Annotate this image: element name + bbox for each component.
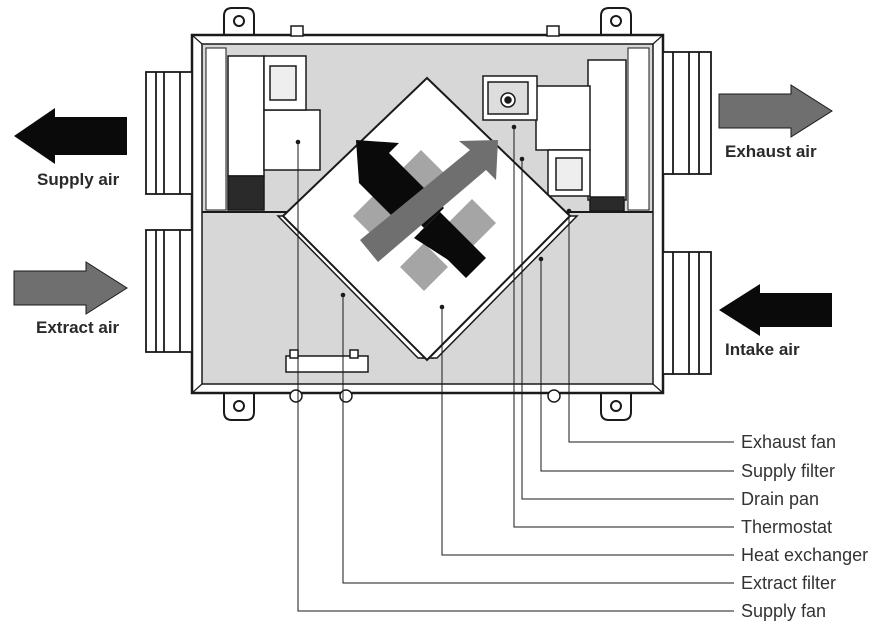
label-supply-fan: Supply fan bbox=[741, 601, 827, 621]
mounting-bracket-bottom-right bbox=[600, 393, 632, 421]
leader-lines bbox=[297, 127, 734, 612]
leader-dots bbox=[295, 124, 572, 310]
duct-collar-right-top bbox=[662, 51, 712, 175]
duct-collar-left-bottom bbox=[145, 229, 193, 353]
duct-collar-right-bottom bbox=[662, 251, 712, 375]
exhaust-air-label: Exhaust air bbox=[725, 142, 817, 161]
supply-air-label: Supply air bbox=[37, 170, 120, 189]
mounting-bracket-top-right bbox=[600, 7, 632, 35]
duct-collar-left-top bbox=[145, 71, 193, 195]
exhaust-air-arrow-icon bbox=[718, 84, 833, 138]
extract-air-label: Extract air bbox=[36, 318, 120, 337]
supply-fan-unit bbox=[227, 55, 321, 211]
label-extract-filter: Extract filter bbox=[741, 573, 837, 593]
label-drain-pan: Drain pan bbox=[741, 489, 820, 509]
bottom-drain-connector bbox=[285, 349, 561, 403]
supply-air-arrow-icon bbox=[14, 108, 127, 164]
thermostat-box bbox=[482, 75, 538, 121]
exhaust-fan-unit bbox=[535, 59, 627, 212]
extract-air-arrow-icon bbox=[13, 261, 128, 315]
mounting-bracket-top-left bbox=[223, 7, 255, 35]
label-supply-filter: Supply filter bbox=[741, 461, 836, 481]
mounting-bracket-bottom-left bbox=[223, 393, 255, 421]
top-connectors bbox=[290, 25, 560, 37]
label-thermostat: Thermostat bbox=[741, 517, 833, 537]
label-exhaust-fan: Exhaust fan bbox=[741, 432, 837, 452]
label-heat-exchanger: Heat exchanger bbox=[741, 545, 869, 565]
stale-air-arrow-icon bbox=[360, 140, 498, 262]
intake-air-label: Intake air bbox=[725, 340, 800, 359]
intake-air-arrow-icon bbox=[719, 284, 832, 336]
